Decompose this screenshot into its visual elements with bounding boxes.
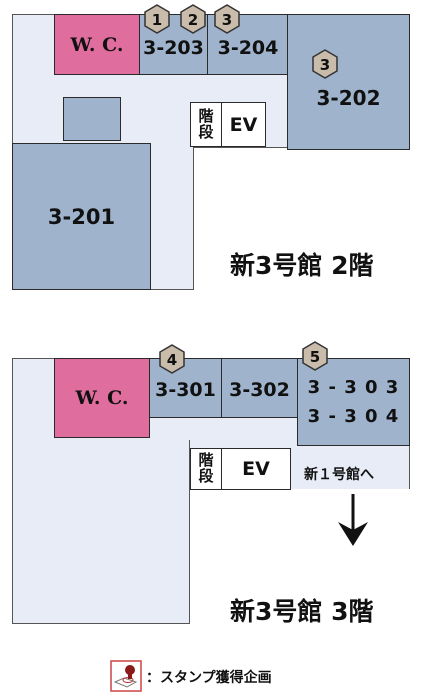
floor2-stairs-bottom: 段 (198, 122, 214, 141)
room-3-301[interactable]: 3-301 (149, 358, 222, 418)
room-3-304-label: 3 - 3 0 4 (307, 406, 400, 427)
stamp-marker-4-number: 4 (167, 351, 177, 369)
down-arrow-icon (334, 492, 372, 548)
stamp-icon (110, 660, 142, 692)
stamp-marker-3a[interactable]: 3 (214, 4, 240, 34)
floor2-small-room (63, 97, 121, 141)
stamp-marker-3b[interactable]: 3 (312, 49, 338, 79)
room-3-303-304[interactable]: 3 - 3 0 3 3 - 3 0 4 (297, 358, 410, 446)
stamp-marker-3a-number: 3 (222, 11, 232, 29)
floor2-stairs-top: 階 (198, 106, 214, 125)
floor3-elevator: EV (221, 448, 291, 490)
room-3-202-label: 3-202 (316, 86, 381, 110)
floor3-wc: W. C. (54, 358, 150, 438)
floor2-elevator: EV (221, 102, 266, 147)
stamp-marker-1[interactable]: 1 (144, 4, 170, 34)
floor3-stairs-bottom: 段 (198, 467, 214, 485)
legend: ：スタンプ獲得企画 (110, 660, 350, 692)
stamp-marker-5-number: 5 (310, 348, 320, 366)
stamp-marker-4[interactable]: 4 (159, 344, 185, 374)
floor3-elevator-label: EV (242, 458, 270, 480)
floor2-stairs: 階 段 (190, 102, 222, 147)
floor3-map: W. C. 3-301 3-302 3 - 3 0 3 3 - 3 0 4 階 … (0, 340, 430, 640)
floor3-wc-label: W. C. (75, 387, 129, 409)
room-3-203-label: 3-203 (143, 36, 204, 59)
room-3-302-label: 3-302 (229, 379, 290, 401)
room-3-204-label: 3-204 (217, 36, 279, 59)
room-3-202[interactable]: 3-202 (287, 14, 410, 150)
floor2-title: 新3号館 2階 (230, 251, 374, 280)
stamp-marker-3b-number: 3 (320, 56, 330, 74)
room-3-201[interactable]: 3-201 (12, 143, 151, 290)
room-3-303-label: 3 - 3 0 3 (307, 377, 400, 399)
floor3-title: 新3号館 3階 (230, 597, 374, 626)
floor3-stairs-top: 階 (198, 451, 214, 470)
floor2-wc-label: W. C. (70, 33, 124, 56)
stamp-marker-1-number: 1 (152, 11, 162, 29)
floor3-stairs: 階 段 (190, 448, 222, 490)
stamp-marker-2-number: 2 (188, 11, 198, 29)
floor2-elevator-label: EV (229, 113, 258, 136)
room-3-301-label: 3-301 (155, 379, 216, 401)
legend-text: ：スタンプ獲得企画 (146, 670, 272, 686)
to-building1-label: 新１号館へ (304, 467, 374, 483)
room-3-201-label: 3-201 (47, 204, 116, 229)
floor2-wc: W. C. (54, 14, 140, 75)
room-3-302[interactable]: 3-302 (221, 358, 298, 418)
stamp-marker-5[interactable]: 5 (302, 341, 328, 371)
floor2-map: W. C. 3-203 3-204 3-202 3-201 階 段 EV 1 2… (0, 0, 430, 300)
stamp-marker-2[interactable]: 2 (180, 4, 206, 34)
